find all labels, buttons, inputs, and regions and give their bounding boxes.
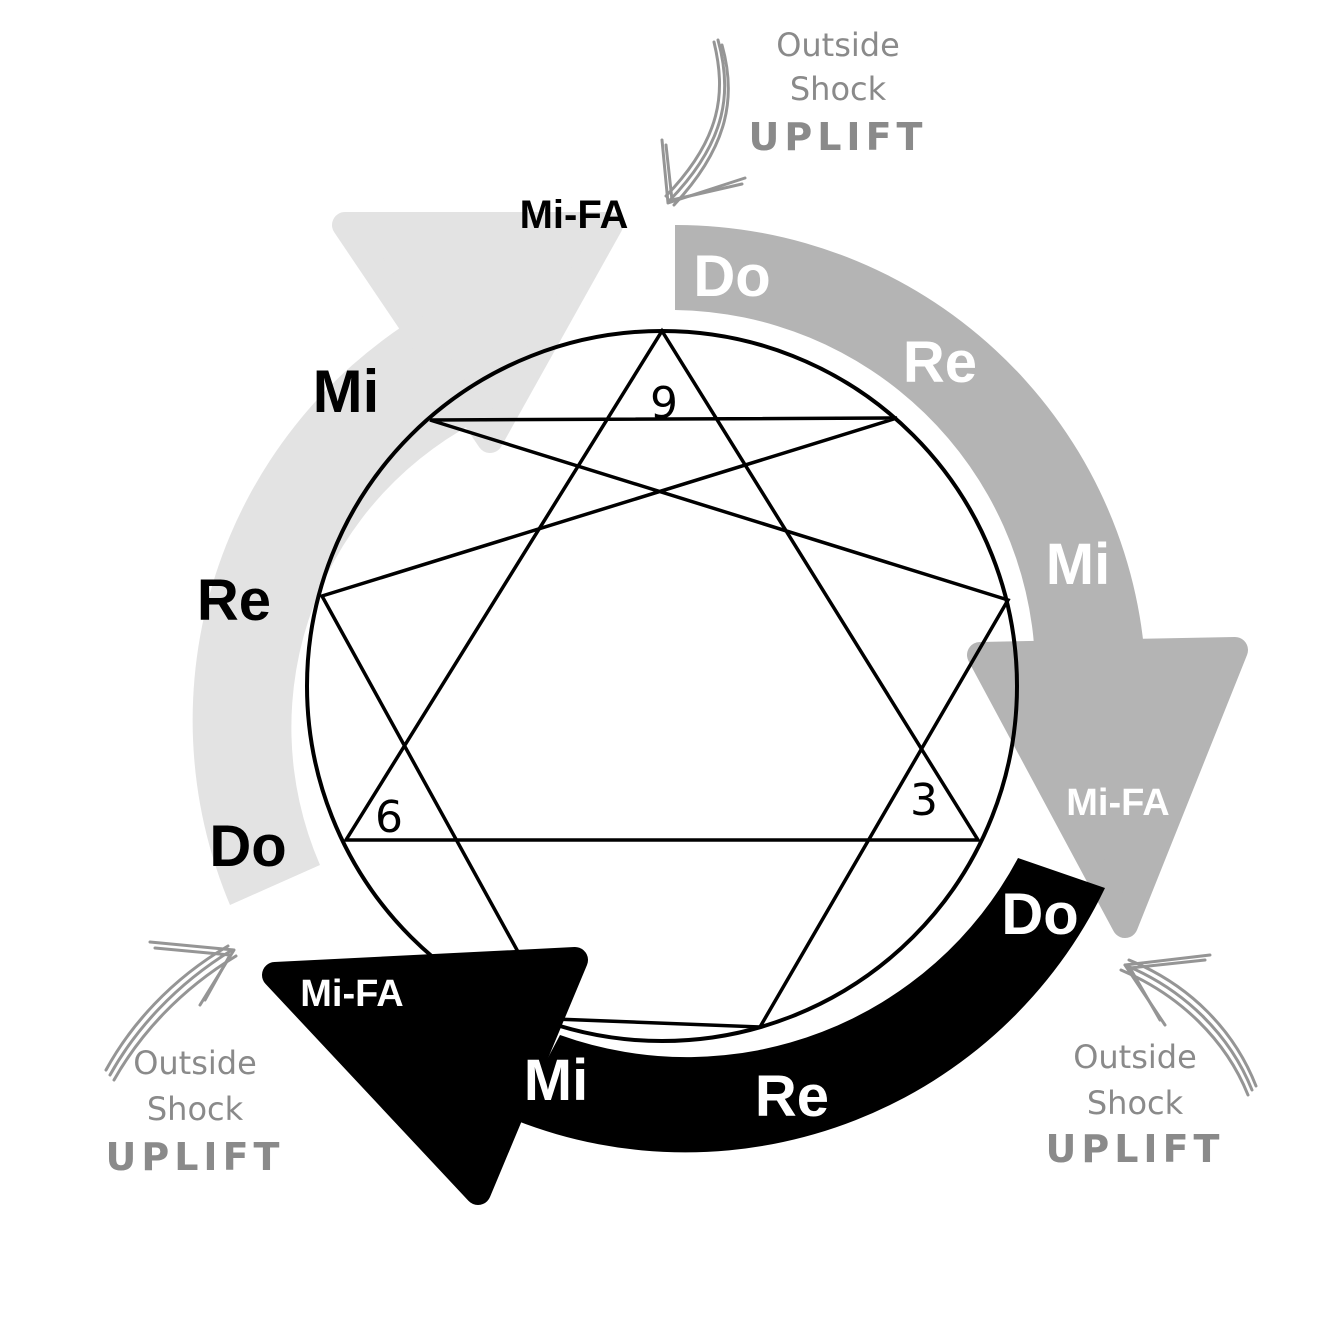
light-octave-interval: Mi-FA <box>520 193 629 237</box>
point-6-label: 6 <box>375 792 403 843</box>
shock-left-outside: Outside <box>133 1044 257 1082</box>
point-3-label: 3 <box>910 775 938 826</box>
point-9-label: 9 <box>650 378 678 429</box>
scribble-arrow-icon <box>104 940 238 1082</box>
mid-octave-do: Do <box>693 244 770 309</box>
dark-octave-arrowhead <box>262 947 588 1205</box>
dark-octave-mi: Mi <box>524 1048 588 1113</box>
dark-octave-do: Do <box>1001 882 1078 947</box>
shock-top-uplift: UPLIFT <box>749 115 928 159</box>
shock-left-shock: Shock <box>147 1090 244 1128</box>
light-octave-arrow <box>192 212 623 905</box>
light-octave-do: Do <box>209 814 286 879</box>
enneagram-figure <box>305 327 1019 1043</box>
shock-right-shock: Shock <box>1087 1084 1184 1122</box>
light-octave-arrowhead <box>332 212 623 453</box>
light-octave-arc <box>192 315 490 905</box>
dark-octave-re: Re <box>755 1064 829 1129</box>
mid-octave-re: Re <box>903 330 977 395</box>
shock-right-outside: Outside <box>1073 1038 1197 1076</box>
mid-octave-arrow <box>675 224 1248 938</box>
dark-octave-arc <box>515 858 1105 1153</box>
dark-octave-arrow <box>262 858 1105 1205</box>
mid-octave-arc <box>675 224 1145 661</box>
mid-octave-arrowhead <box>967 637 1248 938</box>
shock-right-uplift: UPLIFT <box>1046 1127 1225 1171</box>
shock-top-shock: Shock <box>790 70 887 108</box>
light-octave-re: Re <box>197 568 271 633</box>
enneagram-triangle <box>342 327 982 842</box>
shock-left-uplift: UPLIFT <box>106 1135 285 1179</box>
scribble-arrow-icon <box>660 38 747 207</box>
enneagram-hexad <box>319 416 1011 1029</box>
dark-octave-interval: Mi-FA <box>300 973 403 1015</box>
scribble-arrow-icon <box>1119 953 1258 1097</box>
mid-octave-interval: Mi-FA <box>1066 782 1169 824</box>
light-octave-mi: Mi <box>313 358 380 425</box>
shock-top-outside: Outside <box>776 26 900 64</box>
mid-octave-mi: Mi <box>1046 532 1110 597</box>
